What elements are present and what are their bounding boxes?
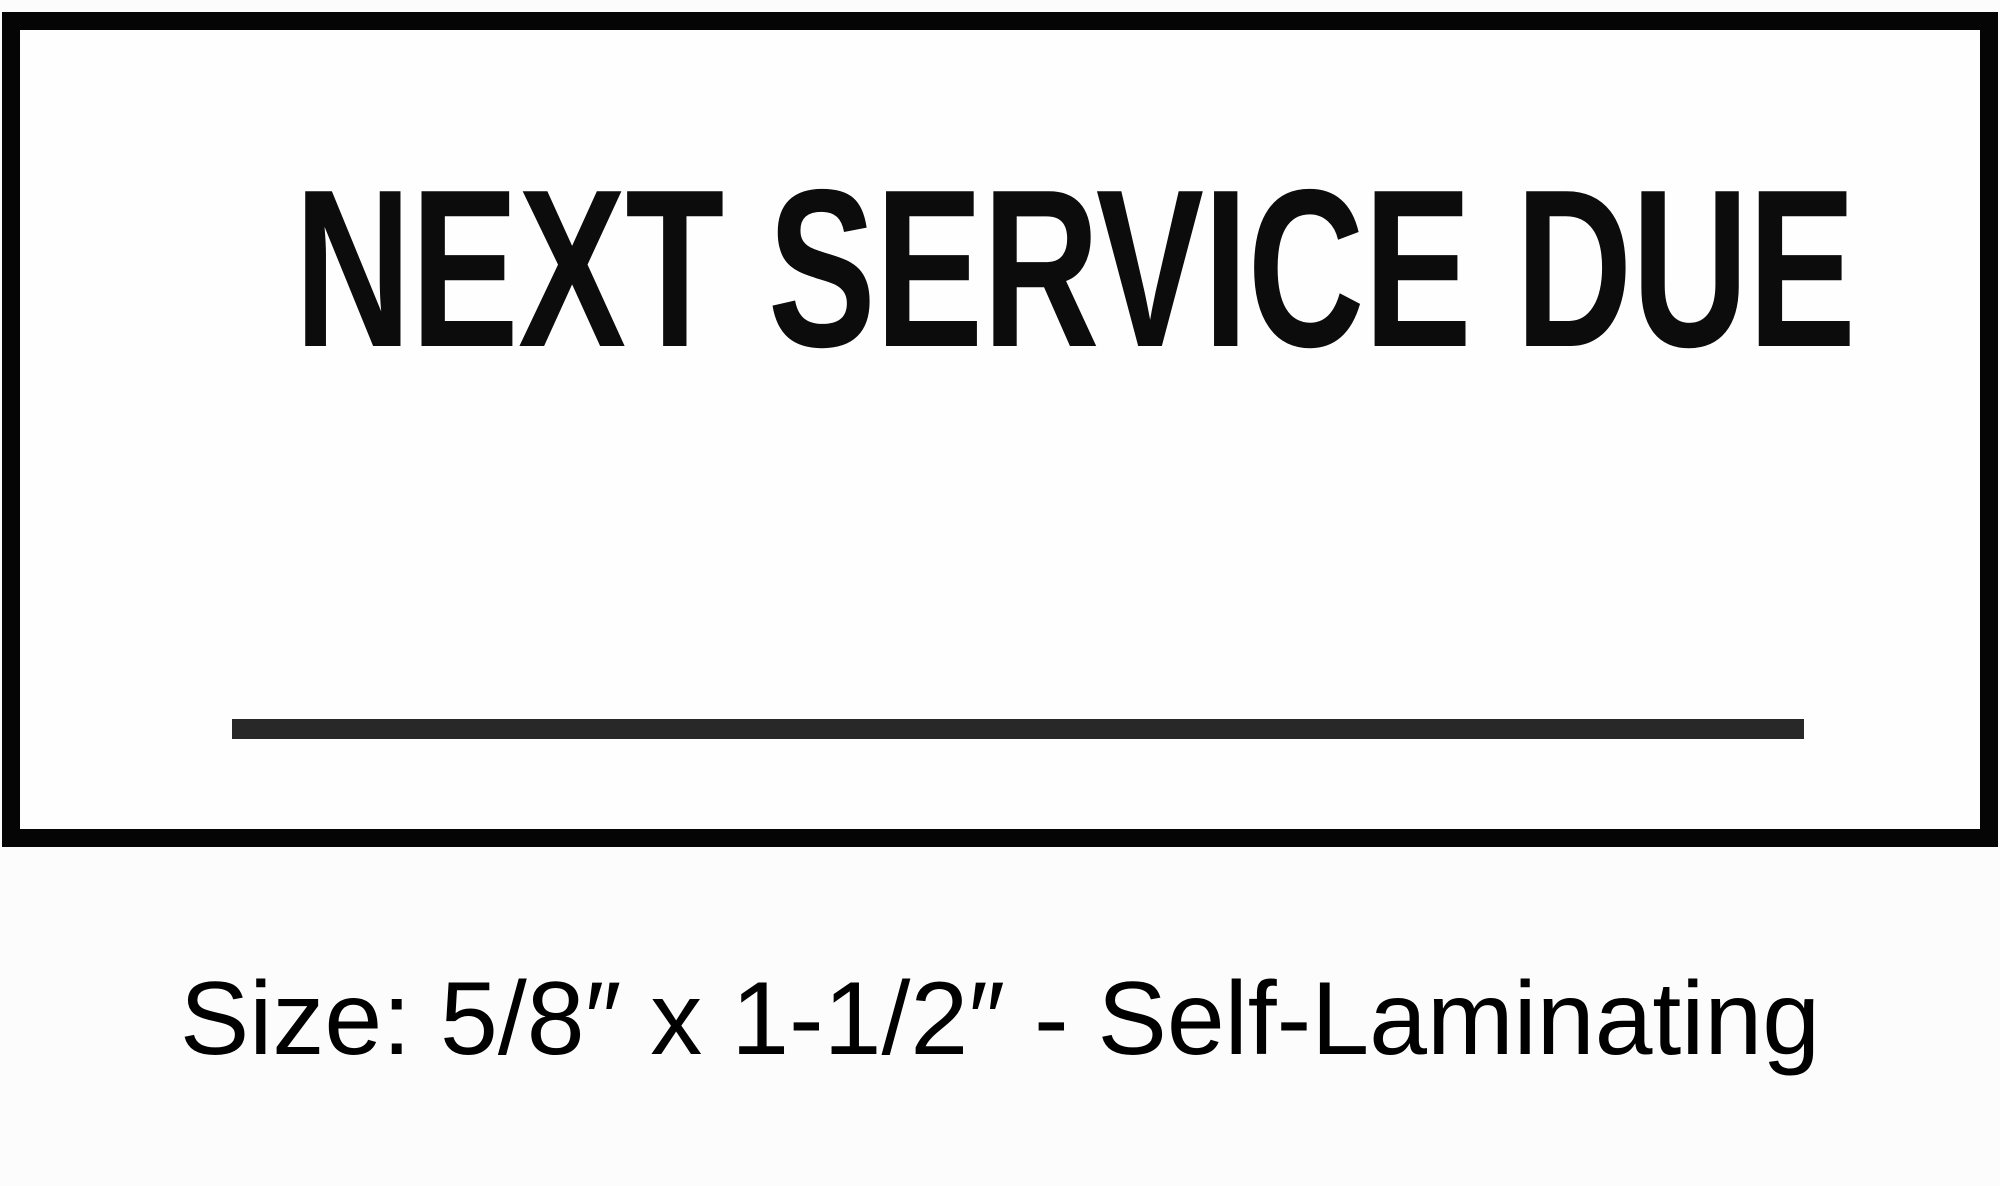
label-title: NEXT SERVICE DUE [294, 142, 1856, 394]
size-caption: Size: 5/8″ x 1-1/2″ - Self-Laminating [179, 961, 1821, 1077]
date-write-in-line [232, 719, 1804, 739]
service-label: NEXT SERVICE DUE [2, 12, 1998, 847]
